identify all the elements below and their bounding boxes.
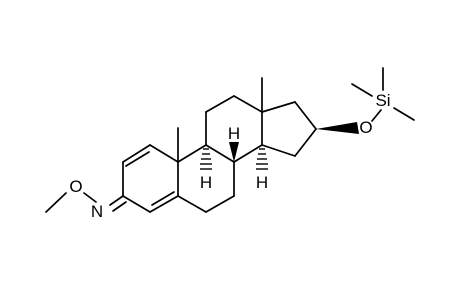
bond-c15-c14 — [261, 144, 296, 157]
bond-o-si — [371, 109, 382, 122]
bond-c17-c16 — [294, 101, 317, 130]
hash-bond-c9-h — [200, 148, 212, 170]
bond-c12-c13 — [233, 95, 263, 113]
atom-label-h8: H — [228, 124, 240, 143]
bond-n-o — [83, 192, 97, 203]
bond-c11-c12 — [205, 95, 235, 113]
bond-si-methyl-right — [393, 107, 415, 121]
bond-si-methyl-left — [351, 83, 373, 97]
wedge-c16-o — [316, 122, 359, 134]
bond-c9-c10 — [177, 144, 207, 163]
atom-label-si: Si — [375, 91, 390, 110]
bond-c3-c4 — [122, 195, 151, 213]
bond-c6-c7 — [205, 195, 235, 213]
bond-o-methyl — [45, 192, 67, 213]
bond-c3-n — [109, 195, 124, 206]
atom-label-oxime-o: O — [69, 177, 82, 196]
bond-c1-c2 — [122, 144, 151, 163]
wedge-c8-h — [229, 142, 239, 162]
bond-c3-n-double — [112, 201, 127, 212]
hash-bond-c14-h — [256, 148, 268, 170]
atom-label-h9: H — [200, 173, 212, 192]
bond-c5-c6 — [177, 195, 207, 213]
atom-label-h14: H — [256, 173, 268, 192]
atom-label-ether-o: O — [359, 118, 372, 137]
bond-c13-c17 — [261, 101, 296, 113]
bond-c4-c5-double — [151, 191, 175, 206]
bond-c1-c2-double — [125, 151, 150, 167]
atom-label-n: N — [91, 202, 103, 221]
bond-c8-c9 — [205, 144, 235, 163]
bond-c16-c15 — [294, 128, 317, 157]
bond-c4-c5 — [149, 195, 179, 213]
bond-c14-c8 — [233, 144, 263, 163]
bond-c10-c1 — [149, 144, 179, 163]
